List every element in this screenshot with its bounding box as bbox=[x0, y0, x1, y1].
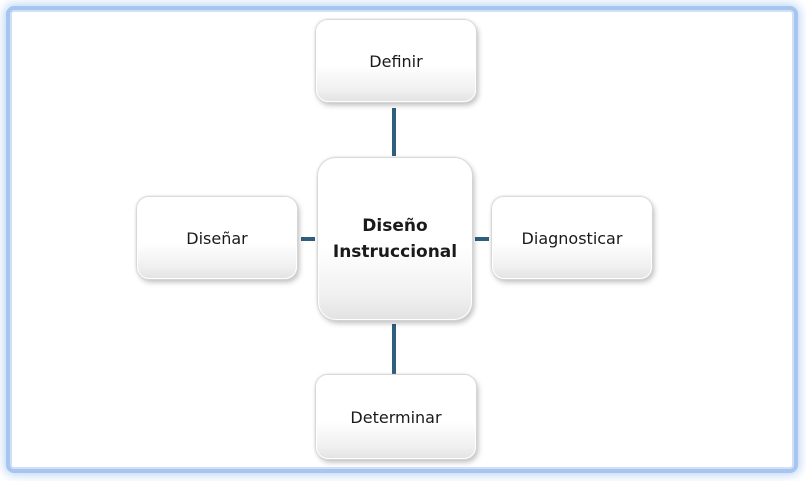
node-definir-label: Definir bbox=[369, 51, 423, 71]
center-label-line2: Instruccional bbox=[332, 242, 458, 262]
node-disenar-label: Diseñar bbox=[186, 228, 248, 248]
connector-bottom bbox=[392, 324, 396, 374]
connector-left bbox=[301, 237, 315, 241]
node-diseno-instruccional: Diseño Instruccional bbox=[318, 158, 472, 320]
connector-right bbox=[475, 237, 489, 241]
node-diagnosticar-label: Diagnosticar bbox=[521, 228, 623, 248]
node-diagnosticar: Diagnosticar bbox=[492, 197, 652, 279]
node-definir: Definir bbox=[316, 20, 476, 102]
connector-top bbox=[392, 108, 396, 156]
center-label-line1: Diseño bbox=[362, 216, 428, 236]
node-center-text: Diseño Instruccional bbox=[333, 213, 457, 265]
node-determinar-label: Determinar bbox=[350, 407, 442, 427]
node-determinar: Determinar bbox=[316, 375, 476, 459]
node-disenar: Diseñar bbox=[137, 197, 297, 279]
